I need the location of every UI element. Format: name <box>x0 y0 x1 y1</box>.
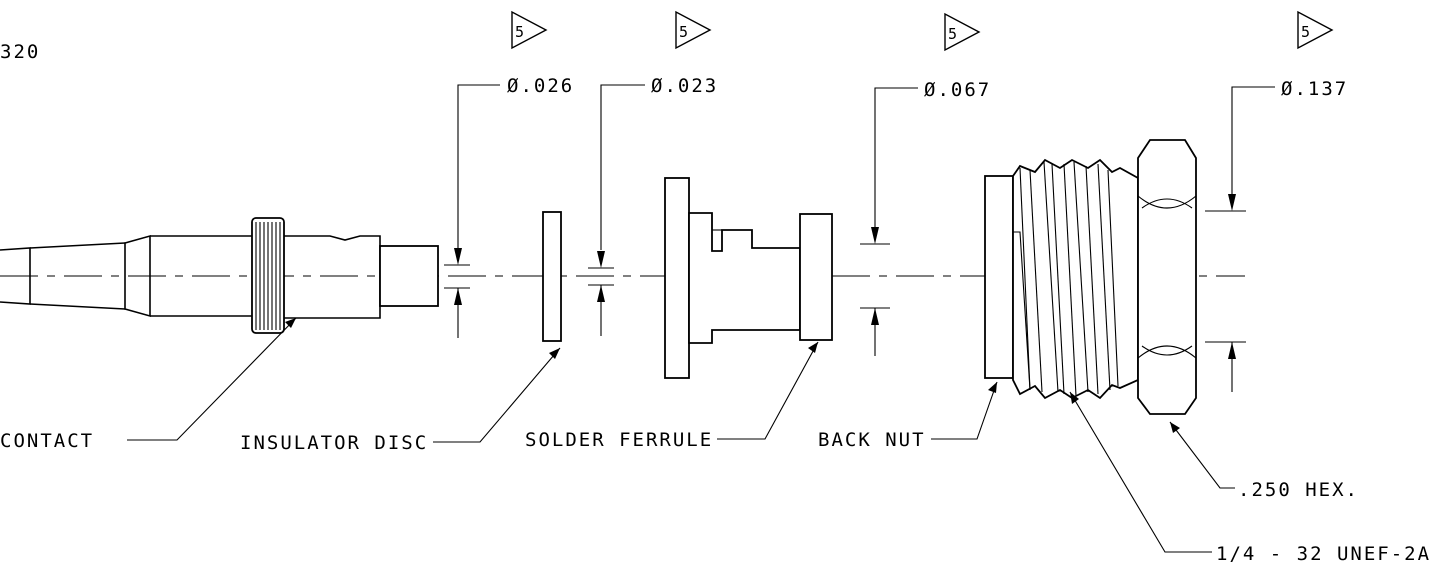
back-nut-part <box>984 139 1197 415</box>
note-flag-2: 5 <box>675 10 712 50</box>
dia-026-label: Ø.026 <box>507 75 574 97</box>
callout-insulator-disc: INSULATOR DISC <box>240 347 561 454</box>
note-flag-1: 5 <box>511 10 548 50</box>
hex-label: .250 HEX. <box>1238 479 1359 501</box>
insulator-disc-part <box>542 211 562 342</box>
svg-text:5: 5 <box>1301 23 1310 41</box>
svg-text:5: 5 <box>679 23 688 41</box>
solder-ferrule-part <box>664 177 833 379</box>
note-flag-4: 5 <box>1297 10 1334 50</box>
svg-text:5: 5 <box>948 25 957 43</box>
note-flag-3: 5 <box>944 12 981 52</box>
callout-back-nut: BACK NUT <box>818 381 998 451</box>
callout-contact: CONTACT <box>0 317 297 452</box>
dimension-dia-023: Ø.023 <box>588 75 718 336</box>
callout-hex: .250 HEX. <box>1169 421 1359 501</box>
contact-label: CONTACT <box>0 430 94 452</box>
dimension-dia-137: Ø.137 <box>1205 78 1348 392</box>
partial-part-number: 320 <box>0 41 40 63</box>
callout-solder-ferrule: SOLDER FERRULE <box>525 341 819 451</box>
dimension-dia-067: Ø.067 <box>860 79 991 356</box>
thread-label: 1/4 - 32 UNEF-2A <box>1216 543 1431 565</box>
dia-137-label: Ø.137 <box>1281 78 1348 100</box>
callout-thread: 1/4 - 32 UNEF-2A <box>1069 391 1431 565</box>
dia-023-label: Ø.023 <box>651 75 718 97</box>
svg-text:5: 5 <box>515 23 524 41</box>
dia-067-label: Ø.067 <box>924 79 991 101</box>
solder-ferrule-label: SOLDER FERRULE <box>525 429 713 451</box>
dimension-dia-026: Ø.026 <box>444 75 574 338</box>
contact-part <box>0 217 439 334</box>
back-nut-label: BACK NUT <box>818 429 926 451</box>
insulator-disc-label: INSULATOR DISC <box>240 432 428 454</box>
